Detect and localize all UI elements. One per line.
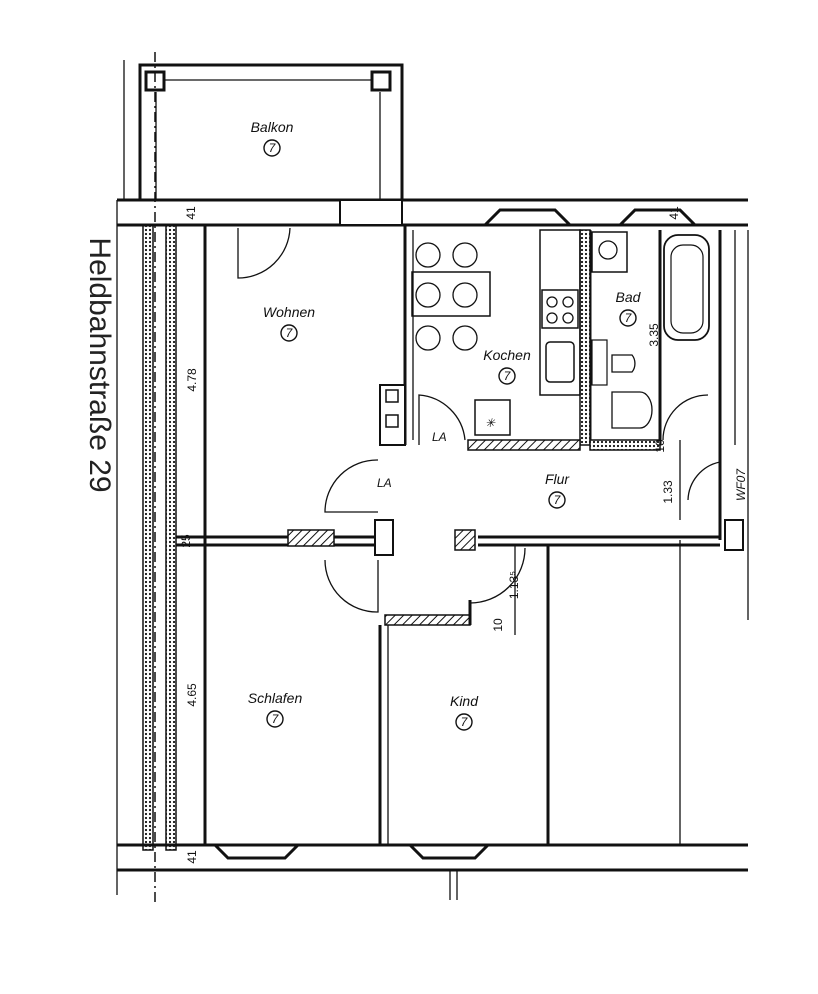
la-hall-label: LA [377, 476, 392, 490]
dim-wohnen-height: 4.78 [185, 368, 199, 392]
left-outer-wall [116, 52, 177, 905]
room-marker-text-balkon: 7 [269, 141, 277, 155]
la-kitchen-label: LA [432, 430, 447, 444]
street-label: Heldbahnstraße 29 [83, 237, 116, 492]
interior-walls [117, 225, 749, 900]
room-label-wohnen: Wohnen [263, 304, 315, 320]
dim-schlafen-height: 4.65 [185, 683, 199, 707]
dim-door-small: 10 [491, 618, 505, 632]
room-marker-schlafen [266, 710, 284, 728]
svg-text:✳: ✳ [485, 416, 496, 430]
room-marker-bad [619, 309, 637, 327]
room-marker-wohnen [280, 324, 298, 342]
dim-door-width: 1.13⁵ [507, 571, 521, 599]
dim-top-right: 41 [667, 206, 681, 220]
room-marker-text-schlafen: 7 [272, 712, 280, 726]
dim-bad-small: 10 [653, 439, 667, 453]
door-swings [237, 227, 721, 613]
room-marker-text-flur: 7 [554, 493, 562, 507]
room-label-kochen: Kochen [483, 347, 531, 363]
room-label-balkon: Balkon [251, 119, 294, 135]
room-labels: Balkon7Wohnen7Kochen7Bad7Flur7Schlafen7K… [248, 119, 642, 731]
room-label-flur: Flur [545, 471, 570, 487]
room-label-schlafen: Schlafen [248, 690, 303, 706]
dim-top-wall: 41 [184, 206, 198, 220]
room-marker-text-kochen: 7 [504, 369, 512, 383]
wf-label: WF07 [734, 468, 748, 501]
room-marker-flur [548, 491, 566, 509]
room-marker-text-kind: 7 [461, 715, 469, 729]
room-label-kind: Kind [450, 693, 479, 709]
room-marker-text-wohnen: 7 [286, 326, 294, 340]
room-label-bad: Bad [616, 289, 642, 305]
dim-flur-height: 1.33 [661, 480, 675, 504]
bathroom-fixtures [591, 231, 710, 429]
room-marker-text-bad: 7 [625, 311, 633, 325]
kitchen-fixtures: ✳ [411, 229, 581, 436]
room-marker-balkon [263, 139, 281, 157]
room-marker-kind [455, 713, 473, 731]
dim-bad-height: 3.35 [647, 323, 661, 347]
dim-bottom-wall: 41 [185, 850, 199, 864]
dimensions: 41 41 4.78 25 4.65 41 3.35 10 1.33 1.13⁵… [179, 206, 681, 864]
room-marker-kochen [498, 367, 516, 385]
top-wall [117, 198, 748, 227]
dim-interior-wall: 25 [179, 534, 193, 548]
